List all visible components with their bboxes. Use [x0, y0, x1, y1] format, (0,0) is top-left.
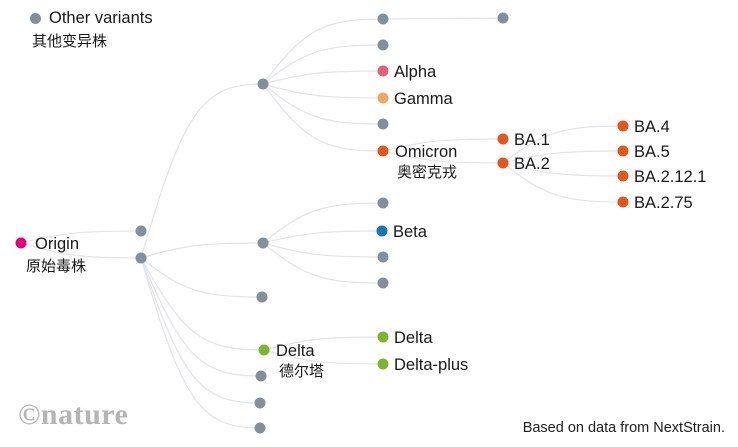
- node-origin-label-zh: 原始毒株: [26, 258, 86, 275]
- node-delta-label: Delta: [276, 342, 315, 360]
- branch-mid-hub-to-clade-j: [262, 242, 384, 258]
- node-origin-dot: [15, 237, 27, 249]
- node-ba-2-12-1-label: BA.2.12.1: [634, 168, 706, 186]
- branch-ba-2-to-ba-2-12-1: [502, 162, 624, 177]
- node-ba-2-12-1-dot: [617, 170, 629, 182]
- node-delta-plus-dot: [377, 358, 389, 370]
- node-clade-c-dot: [255, 370, 267, 382]
- node-ba-2-label: BA.2: [514, 155, 550, 173]
- legend-label-zh: 其他变异株: [32, 32, 108, 50]
- node-clade-f-dot: [377, 13, 389, 25]
- node-clade-h-dot: [377, 118, 389, 130]
- branch-omicron-to-ba-1: [382, 138, 504, 152]
- branch-delta-to-delta-plus: [263, 349, 384, 365]
- node-ba-5-dot: [617, 145, 629, 157]
- node-ba-4-dot: [617, 120, 629, 132]
- node-delta-child-label: Delta: [394, 329, 433, 347]
- branch-mid-hub-to-beta: [262, 230, 383, 244]
- node-delta-label-zh: 德尔塔: [279, 362, 324, 380]
- branch-upper-hub-to-omicron: [262, 83, 384, 152]
- other-variants-dot-icon: [30, 12, 41, 24]
- branch-hub-to-delta: [140, 257, 265, 351]
- branch-upper-hub-to-clade-g: [262, 44, 384, 85]
- branch-ba-2-to-ba-5: [502, 150, 624, 164]
- legend-other-variants: Other variants 其他变异株: [30, 10, 153, 49]
- node-mid-hub-dot: [257, 237, 269, 249]
- node-upper-hub-dot: [257, 78, 269, 90]
- node-clade-e-dot: [254, 422, 266, 434]
- branch-mid-hub-to-clade-i: [262, 202, 384, 244]
- node-origin-label: Origin: [35, 235, 79, 253]
- node-ba-4-label: BA.4: [634, 118, 670, 136]
- node-gamma-label: Gamma: [394, 90, 454, 108]
- node-alpha-label: Alpha: [394, 63, 437, 81]
- branch-upper-hub-to-clade-f: [262, 18, 384, 85]
- node-ba-2-dot: [497, 157, 509, 169]
- branch-hub-to-mid-hub: [140, 242, 264, 259]
- node-clade-b-dot: [256, 291, 268, 303]
- node-clade-a-dot: [135, 225, 147, 237]
- node-omicron-label: Omicron: [395, 143, 457, 161]
- branch-hub-to-clade-e: [140, 257, 261, 429]
- node-ba-5-label: BA.5: [634, 143, 670, 161]
- node-clade-j-dot: [377, 251, 389, 263]
- node-omicron-dot: [377, 145, 389, 157]
- branch-hub-to-clade-b: [140, 257, 263, 298]
- node-clade-d-dot: [254, 397, 266, 409]
- nature-logo: ©nature: [18, 398, 129, 431]
- branch-ba-2-to-ba-2-75: [502, 162, 624, 203]
- node-delta-dot: [258, 344, 270, 356]
- branch-clade-f-to-clade-l: [382, 17, 504, 20]
- node-ba-1-label: BA.1: [514, 131, 550, 149]
- branch-hub-to-clade-d: [140, 257, 261, 404]
- node-clade-g-dot: [377, 39, 389, 51]
- node-clade-l-dot: [497, 12, 509, 24]
- node-ba-2-75-label: BA.2.75: [634, 194, 693, 212]
- node-clade-i-dot: [377, 197, 389, 209]
- node-hub-dot: [135, 252, 147, 264]
- branch-origin-to-clade-a: [20, 230, 142, 244]
- node-gamma-dot: [377, 92, 389, 104]
- data-credit: Based on data from NextStrain.: [522, 420, 725, 436]
- branch-upper-hub-to-clade-h: [262, 83, 384, 125]
- node-clade-k-dot: [377, 277, 389, 289]
- legend-label-en: Other variants: [49, 9, 153, 27]
- node-delta-child-dot: [377, 331, 389, 343]
- node-ba-1-dot: [497, 133, 509, 145]
- branch-mid-hub-to-clade-k: [262, 242, 384, 284]
- node-beta-dot: [376, 225, 388, 237]
- branch-origin-to-hub: [20, 242, 142, 259]
- branch-hub-to-clade-c: [140, 257, 262, 377]
- branch-upper-hub-to-gamma: [262, 83, 384, 99]
- node-delta-plus-label: Delta-plus: [394, 356, 468, 374]
- branch-hub-to-upper-hub: [140, 83, 264, 259]
- branch-omicron-to-ba-2: [382, 150, 504, 164]
- branch-upper-hub-to-alpha: [262, 70, 384, 85]
- node-beta-label: Beta: [393, 223, 428, 241]
- branch-ba-2-to-ba-4: [502, 125, 624, 164]
- node-omicron-label-zh: 奥密克戎: [397, 164, 457, 181]
- node-alpha-dot: [377, 65, 389, 77]
- branch-delta-to-delta-child: [263, 336, 384, 351]
- node-ba-2-75-dot: [617, 196, 629, 208]
